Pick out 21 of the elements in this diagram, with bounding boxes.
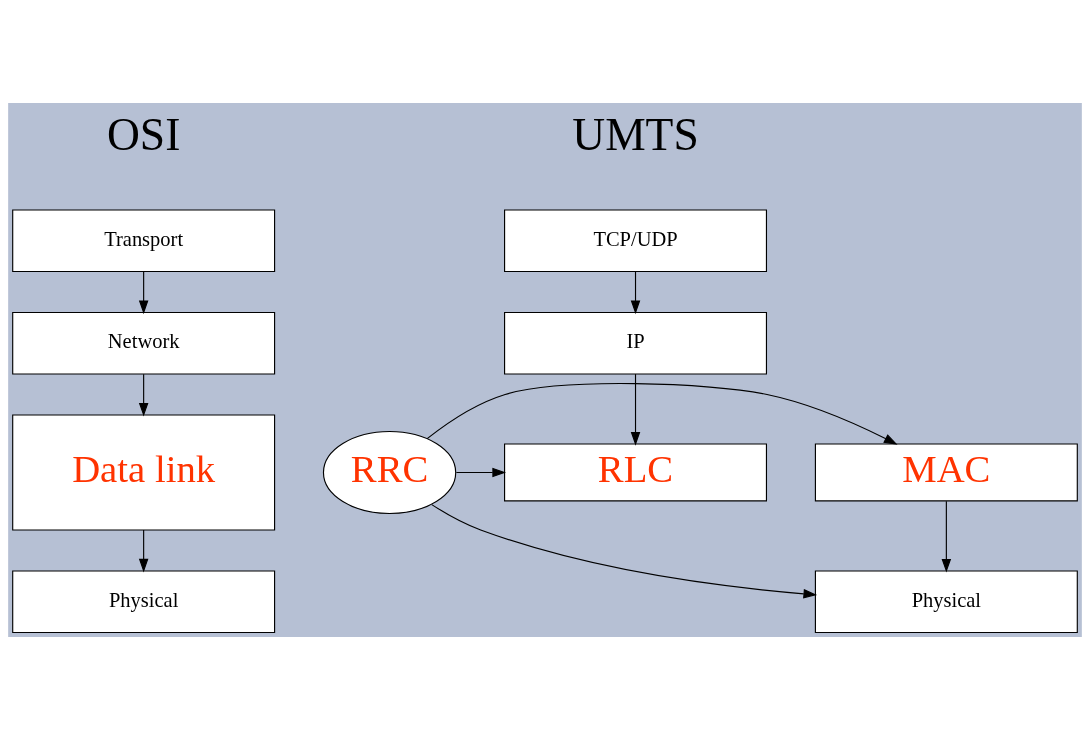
label: UMTS [572,108,699,160]
arrow [630,270,641,314]
node-box: TCP/UDP [504,208,768,272]
node-box: Data link [12,413,276,531]
arrow [138,270,149,314]
node-box: Physical [12,569,276,633]
arrow [426,382,898,445]
arrow [455,467,507,477]
node-box: Transport [12,208,276,272]
node-box: RLC [504,442,768,501]
node-box: MAC [814,442,1078,501]
arrow [138,528,149,572]
arrow [630,373,641,446]
node-box: Network [12,311,276,375]
arrow [431,503,818,599]
label: OSI [106,108,181,160]
node-ellipse: RRC [322,430,457,514]
node-box: Physical [814,569,1078,633]
arrow [941,500,952,573]
arrow [138,373,149,417]
node-box: IP [504,311,768,375]
